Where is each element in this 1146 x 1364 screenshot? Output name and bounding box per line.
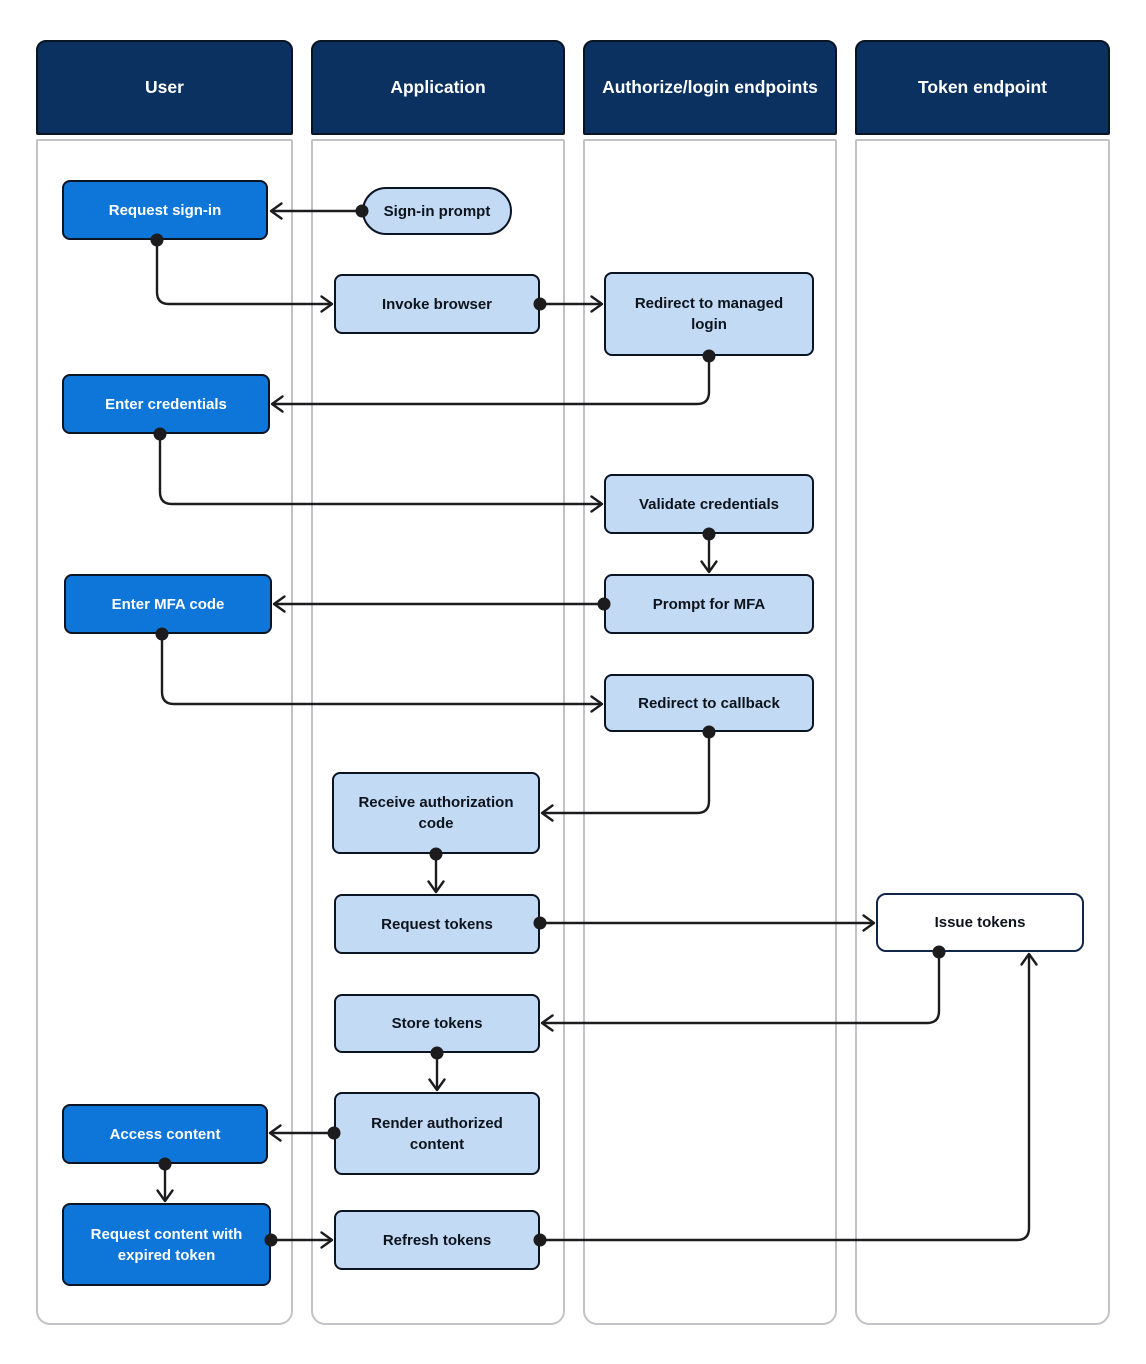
lane-header-application: Application [311, 40, 565, 135]
lane-title-user: User [145, 77, 184, 97]
node-label: Invoke browser [381, 295, 493, 313]
node-label: Enter MFA code [111, 595, 225, 613]
node-refresh-tokens: Refresh tokens [334, 1210, 540, 1270]
node-redirect-to-callback: Redirect to callback [604, 674, 814, 732]
node-access-content: Access content [62, 1104, 268, 1164]
lane-header-authorize: Authorize/login endpoints [583, 40, 837, 135]
node-label: Sign-in prompt [383, 202, 491, 220]
node-label: Access content [109, 1125, 221, 1143]
node-request-content-expired-token: Request content with expired token [62, 1203, 271, 1286]
lane-title-application: Application [390, 77, 486, 97]
node-label: Validate credentials [638, 495, 780, 513]
node-label: Refresh tokens [382, 1231, 492, 1249]
node-label: Prompt for MFA [652, 595, 766, 613]
lane-header-user: User [36, 40, 293, 135]
node-label: Redirect to callback [638, 694, 780, 712]
node-label: Issue tokens [934, 914, 1026, 931]
node-request-sign-in: Request sign-in [62, 180, 268, 240]
node-prompt-for-mfa: Prompt for MFA [604, 574, 814, 634]
node-request-tokens: Request tokens [334, 894, 540, 954]
node-label: Request sign-in [108, 201, 222, 219]
node-label: Receive authorization code [358, 794, 514, 832]
node-store-tokens: Store tokens [334, 994, 540, 1053]
node-receive-authorization-code: Receive authorization code [332, 772, 540, 854]
node-label: Redirect to managed login [634, 295, 784, 333]
node-label: Request tokens [381, 915, 493, 933]
node-enter-credentials: Enter credentials [62, 374, 270, 434]
node-render-authorized-content: Render authorized content [334, 1092, 540, 1175]
node-label: Enter credentials [105, 395, 227, 413]
node-label: Render authorized content [371, 1114, 503, 1153]
lane-title-authorize: Authorize/login endpoints [602, 77, 818, 97]
node-label: Request content with expired token [90, 1225, 243, 1264]
node-invoke-browser: Invoke browser [334, 274, 540, 334]
node-redirect-managed-login: Redirect to managed login [604, 272, 814, 356]
node-sign-in-prompt: Sign-in prompt [362, 187, 512, 235]
lane-title-token: Token endpoint [918, 77, 1047, 97]
node-enter-mfa-code: Enter MFA code [64, 574, 272, 634]
node-issue-tokens: Issue tokens [876, 893, 1084, 952]
node-validate-credentials: Validate credentials [604, 474, 814, 534]
node-label: Store tokens [391, 1015, 483, 1032]
lane-token [855, 139, 1110, 1325]
lane-header-token: Token endpoint [855, 40, 1110, 135]
